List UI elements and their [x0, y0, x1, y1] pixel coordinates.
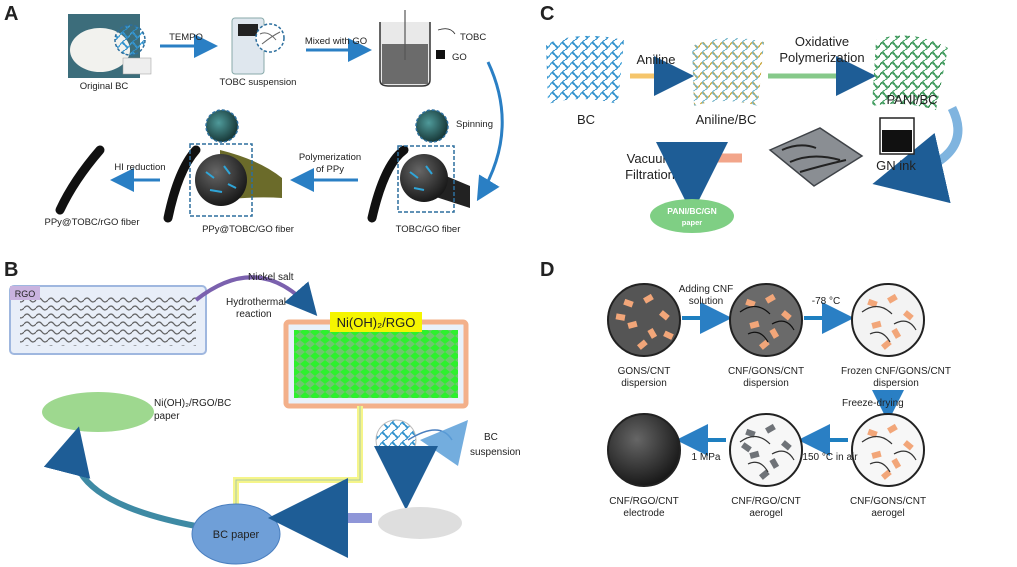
vacuum-label: Vacuum: [627, 151, 674, 166]
minus78-label: -78 °C: [812, 296, 840, 307]
cnf-gons-aerogel-label-1: CNF/GONS/CNT: [850, 496, 926, 507]
nickel-salt-label: Nickel salt: [248, 272, 294, 283]
electrode-label-2: electrode: [623, 508, 665, 519]
panel-a-letter: A: [4, 3, 18, 25]
polymerization-c-label: Polymerization: [779, 50, 864, 65]
cnf-gons-cnt-label-1: CNF/GONS/CNT: [728, 366, 804, 377]
rgo-tag: [10, 286, 40, 300]
electrode-label-1: CNF/RGO/CNT: [609, 496, 678, 507]
original-bc-label: Original BC: [80, 81, 129, 92]
product-ellipse: [650, 199, 734, 233]
adding-cnf-label-1: Adding CNF: [679, 284, 733, 295]
ni-rgo-bc-paper-label-1: Ni(OH)₂/RGO/BC: [154, 398, 231, 409]
cnf-gons-aerogel-label-2: aerogel: [871, 508, 904, 519]
gons-cnt-label-1: GONS/CNT: [618, 366, 671, 377]
hi-reduction-label: HI reduction: [114, 162, 165, 173]
pani-bc-mesh: [872, 35, 948, 110]
spinning-arrow: [476, 61, 504, 202]
spinning-label: Spinning: [456, 119, 493, 130]
bc-suspension-label-1: BC: [484, 432, 498, 443]
polymerization-label-1: Polymerization: [299, 152, 361, 163]
panel-b-letter: B: [4, 259, 18, 281]
panel-d-letter: D: [540, 259, 554, 281]
tobc-go-fiber-label: TOBC/GO fiber: [396, 224, 461, 235]
bc-mesh: [546, 35, 624, 104]
bc-paper-label: BC paper: [213, 529, 260, 541]
tobc-suspension-image: [231, 17, 285, 75]
bc-label: BC: [577, 112, 595, 127]
ppy-tobc-go-fiber-image: [163, 109, 282, 223]
bc-suspension-label-2: suspension: [470, 447, 521, 458]
bc-paper-to-product-arrow: [43, 426, 197, 529]
product-label-2: paper: [682, 218, 703, 227]
frozen-label-1: Frozen CNF/GONS/CNT: [841, 366, 951, 377]
rgo-label: RGO: [15, 289, 36, 299]
tempo-label: TEMPO: [169, 32, 203, 43]
hydrothermal-arrow: [194, 275, 318, 317]
ppy-tobc-rgo-fiber-label: PPy@TOBC/rGO fiber: [45, 217, 140, 228]
cnf-gons-cnt-label-2: dispersion: [743, 378, 789, 389]
panel-d: D GONS/CNT dispersion Adding CNF solutio…: [540, 259, 951, 519]
adding-cnf-label-2: solution: [689, 296, 723, 307]
frozen-label-2: dispersion: [873, 378, 919, 389]
cnf-rgo-aerogel-label-1: CNF/RGO/CNT: [731, 496, 800, 507]
one-mpa-label: 1 MPa: [692, 452, 721, 463]
oxidative-label: Oxidative: [795, 34, 849, 49]
vacuum-arrow: [656, 142, 742, 214]
aniline-bc-mesh: [692, 37, 764, 106]
panel-a: A Original BC TEMPO TOBC suspension Mixe…: [4, 3, 504, 235]
panel-c-letter: C: [540, 3, 554, 25]
hydrothermal-label-2: reaction: [236, 309, 272, 320]
panel-b: B RGO Nickel salt Hydrothermal reaction …: [4, 259, 521, 565]
electrode-sphere: [607, 413, 681, 487]
ppy-tobc-go-fiber-label: PPy@TOBC/GO fiber: [202, 224, 294, 235]
hydrothermal-label-1: Hydrothermal: [226, 297, 286, 308]
filtration-label: Filtration: [625, 167, 675, 182]
tobc-legend-label: TOBC: [460, 32, 486, 43]
cnf-rgo-aerogel-label-2: aerogel: [749, 508, 782, 519]
gn-curve-arrow: [872, 105, 963, 204]
bc-suspension-beaker: [420, 420, 468, 466]
aniline-label: Aniline: [636, 52, 675, 67]
beaker-image: [379, 10, 456, 87]
ni-rgo-label: Ni(OH)₂/RGO: [337, 315, 416, 330]
aniline-bc-label: Aniline/BC: [696, 112, 757, 127]
polymerization-label-2: of PPy: [316, 164, 344, 175]
gn-ink-label: GN ink: [876, 158, 916, 173]
bc-mesh-circle: [375, 419, 417, 461]
ni-rgo-bc-paper-label-2: paper: [154, 411, 180, 422]
temp150-label: 150 °C in air: [802, 452, 858, 463]
filtered-membrane: [378, 507, 462, 539]
panel-c: C BC Aniline Aniline/BC Oxidative Polyme…: [540, 3, 963, 233]
ppy-tobc-rgo-fiber-image: [55, 145, 105, 215]
product-label-1: PANI/BC/GN: [667, 206, 716, 216]
pani-bc-label: PANI/BC: [886, 92, 937, 107]
ni-rgo-bc-paper-ellipse: [42, 392, 154, 432]
ni-rgo-tag: [330, 312, 422, 332]
tobc-go-fiber-image: [367, 109, 470, 223]
mixed-with-go-label: Mixed with GO: [305, 36, 367, 47]
go-legend-label: GO: [452, 52, 467, 63]
ni-rgo-sheets: [294, 330, 458, 398]
gn-ink-beaker: [879, 117, 915, 155]
gons-cnt-label-2: dispersion: [621, 378, 667, 389]
rgo-sheets: [20, 296, 196, 346]
tobc-suspension-label: TOBC suspension: [220, 77, 297, 88]
freeze-drying-label: Freeze-drying: [842, 398, 904, 409]
original-bc-image: [68, 14, 152, 78]
